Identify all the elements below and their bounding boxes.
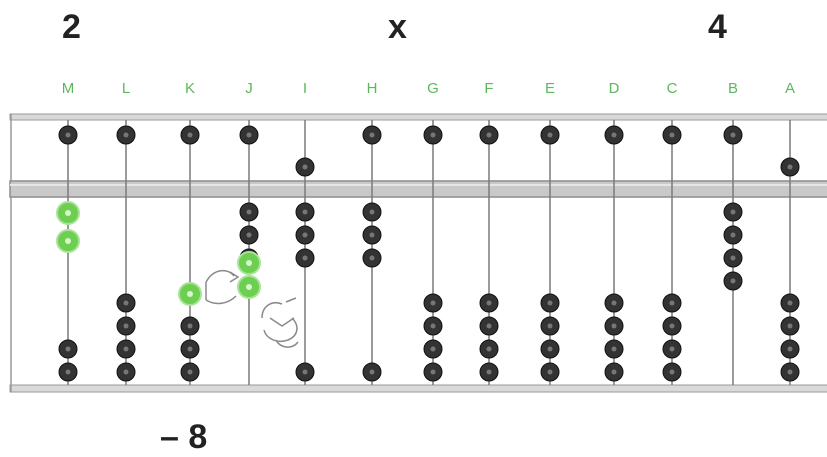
bead-a-lower-rest-1[interactable]: [780, 362, 800, 382]
bead-a-lower-rest-4[interactable]: [780, 293, 800, 313]
column-label-c: C: [667, 80, 678, 97]
bead-c-lower-rest-3[interactable]: [662, 316, 682, 336]
column-label-k: K: [185, 80, 195, 97]
bead-g-lower-rest-1[interactable]: [423, 362, 443, 382]
column-label-g: G: [427, 80, 439, 97]
bead-l-lower-rest-3[interactable]: [116, 316, 136, 336]
bead-b-lower-set-2[interactable]: [723, 225, 743, 245]
bead-k-lower-rest-2[interactable]: [180, 339, 200, 359]
bead-i-lower-rest-1[interactable]: [295, 362, 315, 382]
bead-m-upper[interactable]: [58, 125, 78, 145]
bead-g-lower-rest-4[interactable]: [423, 293, 443, 313]
bead-k-upper[interactable]: [180, 125, 200, 145]
bead-f-lower-rest-4[interactable]: [479, 293, 499, 313]
bead-c-upper[interactable]: [662, 125, 682, 145]
column-label-d: D: [609, 80, 620, 97]
bead-b-lower-set-3[interactable]: [723, 248, 743, 268]
column-label-m: M: [62, 80, 75, 97]
bead-f-upper[interactable]: [479, 125, 499, 145]
bead-h-lower-set-1[interactable]: [362, 202, 382, 222]
bead-h-lower-rest-1[interactable]: [362, 362, 382, 382]
bead-k-lower-rest-1[interactable]: [180, 362, 200, 382]
bead-e-lower-rest-4[interactable]: [540, 293, 560, 313]
bead-i-lower-set-1[interactable]: [295, 202, 315, 222]
bead-h-lower-set-3[interactable]: [362, 248, 382, 268]
bead-h-lower-set-2[interactable]: [362, 225, 382, 245]
bead-b-lower-set-4[interactable]: [723, 271, 743, 291]
bead-a-lower-rest-2[interactable]: [780, 339, 800, 359]
left-operand: 2: [62, 8, 81, 46]
bead-c-lower-rest-4[interactable]: [662, 293, 682, 313]
finger-gesture-icon: [261, 297, 299, 348]
bead-g-lower-rest-3[interactable]: [423, 316, 443, 336]
bead-a-upper[interactable]: [780, 157, 800, 177]
bead-e-lower-rest-3[interactable]: [540, 316, 560, 336]
bead-f-lower-rest-1[interactable]: [479, 362, 499, 382]
bead-c-lower-rest-2[interactable]: [662, 339, 682, 359]
bead-d-lower-rest-1[interactable]: [604, 362, 624, 382]
bead-k-lower-rest-3[interactable]: [180, 316, 200, 336]
bead-e-upper[interactable]: [540, 125, 560, 145]
bead-m-lower-rest-2[interactable]: [58, 339, 78, 359]
column-label-e: E: [545, 80, 555, 97]
frame-top: [9, 113, 827, 121]
bead-e-lower-rest-1[interactable]: [540, 362, 560, 382]
column-label-a: A: [785, 80, 795, 97]
frame-bottom: [9, 384, 827, 393]
column-label-b: B: [728, 80, 738, 97]
bead-j-lower-set-1[interactable]: [239, 202, 259, 222]
beads: [56, 125, 800, 382]
bead-d-upper[interactable]: [604, 125, 624, 145]
move-arrow-icon: [205, 269, 240, 305]
column-label-i: I: [303, 80, 307, 97]
bead-a-lower-rest-3[interactable]: [780, 316, 800, 336]
bead-l-lower-rest-2[interactable]: [116, 339, 136, 359]
bead-j-highlight-1[interactable]: [237, 251, 261, 275]
bead-g-upper[interactable]: [423, 125, 443, 145]
abacus-frame: [9, 113, 827, 393]
bead-m-highlight-2[interactable]: [56, 229, 80, 253]
bead-d-lower-rest-2[interactable]: [604, 339, 624, 359]
bead-k-highlight[interactable]: [178, 282, 202, 306]
bead-d-lower-rest-4[interactable]: [604, 293, 624, 313]
bead-c-lower-rest-1[interactable]: [662, 362, 682, 382]
bead-f-lower-rest-2[interactable]: [479, 339, 499, 359]
bead-j-upper[interactable]: [239, 125, 259, 145]
multiply-operator: x: [388, 8, 407, 46]
right-operand: 4: [708, 8, 727, 46]
step-result: – 8: [160, 418, 208, 456]
bead-h-upper[interactable]: [362, 125, 382, 145]
bead-j-highlight-2[interactable]: [237, 275, 261, 299]
bead-i-lower-set-3[interactable]: [295, 248, 315, 268]
column-label-l: L: [122, 80, 130, 97]
bead-m-lower-rest-1[interactable]: [58, 362, 78, 382]
column-label-f: F: [484, 80, 493, 97]
bead-l-upper[interactable]: [116, 125, 136, 145]
bead-e-lower-rest-2[interactable]: [540, 339, 560, 359]
reckoning-bar: [9, 180, 827, 198]
bead-i-lower-set-2[interactable]: [295, 225, 315, 245]
bead-f-lower-rest-3[interactable]: [479, 316, 499, 336]
bead-l-lower-rest-4[interactable]: [116, 293, 136, 313]
column-label-h: H: [367, 80, 378, 97]
bead-g-lower-rest-2[interactable]: [423, 339, 443, 359]
bead-b-upper[interactable]: [723, 125, 743, 145]
bead-i-upper[interactable]: [295, 157, 315, 177]
bead-b-lower-set-1[interactable]: [723, 202, 743, 222]
bead-m-highlight-1[interactable]: [56, 201, 80, 225]
bead-l-lower-rest-1[interactable]: [116, 362, 136, 382]
bead-d-lower-rest-3[interactable]: [604, 316, 624, 336]
column-label-j: J: [245, 80, 253, 97]
bead-j-lower-set-2[interactable]: [239, 225, 259, 245]
